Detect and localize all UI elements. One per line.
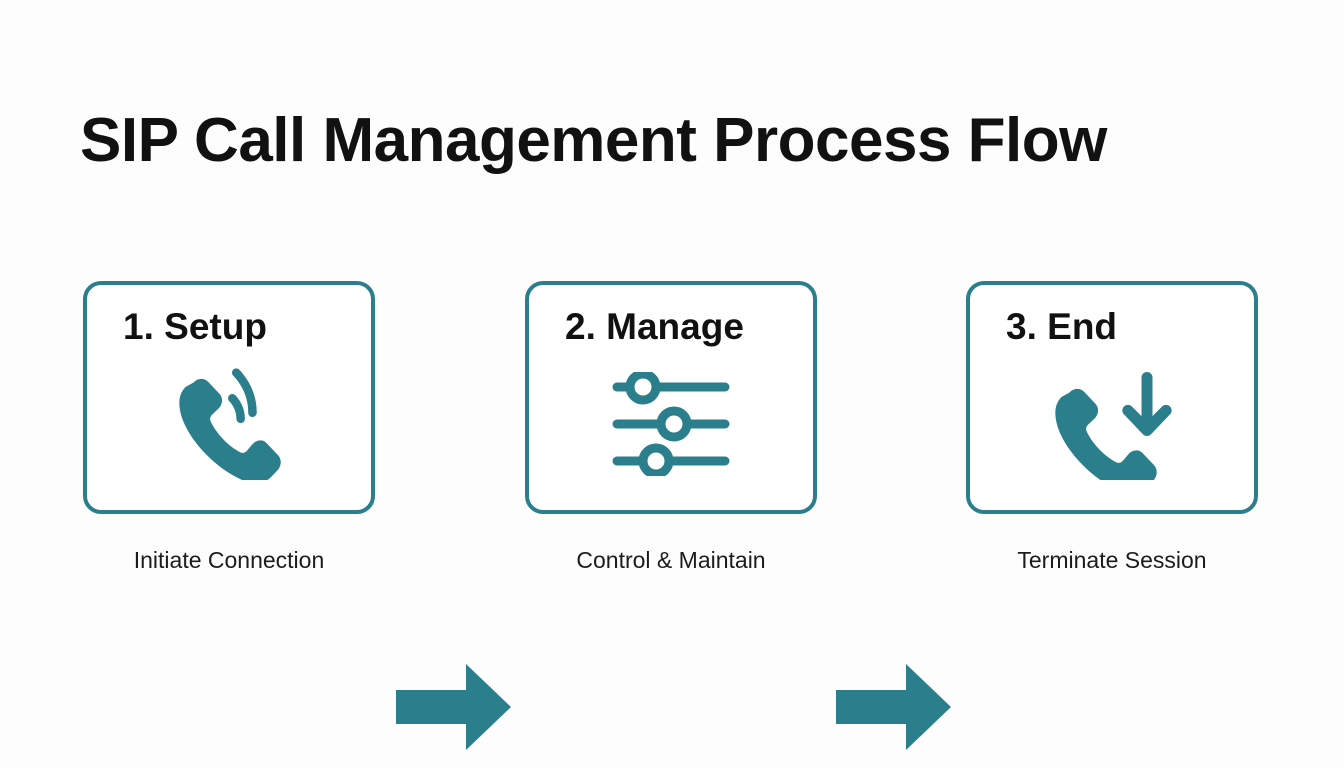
step-caption: Initiate Connection	[133, 547, 325, 573]
page-title: SIP Call Management Process Flow	[80, 106, 1107, 175]
step-icon-container	[87, 368, 371, 480]
step-title: 2. Manage	[565, 306, 744, 347]
process-flow: 1. Setup Initiate Connection	[0, 281, 1344, 750]
step-icon-container	[529, 369, 813, 479]
step-caption: Control & Maintain	[576, 547, 766, 573]
step-card[interactable]: 3. End	[966, 281, 1258, 514]
step-title: 1. Setup	[123, 306, 267, 347]
step-title: 3. End	[1006, 306, 1118, 347]
step-caption: Terminate Session	[1017, 547, 1207, 573]
phone-down-arrow-icon	[1055, 372, 1172, 480]
flow-connector-2	[836, 664, 951, 750]
sliders-icon	[612, 372, 730, 476]
phone-ringing-icon	[179, 368, 281, 480]
flow-step-end[interactable]: 3. End Terminate Session	[966, 281, 1258, 573]
flow-step-manage[interactable]: 2. Manage	[525, 281, 817, 573]
step-icon-container	[970, 369, 1254, 480]
step-card[interactable]: 1. Setup	[83, 281, 375, 514]
step-card[interactable]: 2. Manage	[525, 281, 817, 514]
arrow-right-icon	[396, 664, 511, 750]
arrow-right-icon	[836, 664, 951, 750]
flow-step-setup[interactable]: 1. Setup Initiate Connection	[83, 281, 375, 573]
flow-connector-1	[396, 664, 511, 750]
